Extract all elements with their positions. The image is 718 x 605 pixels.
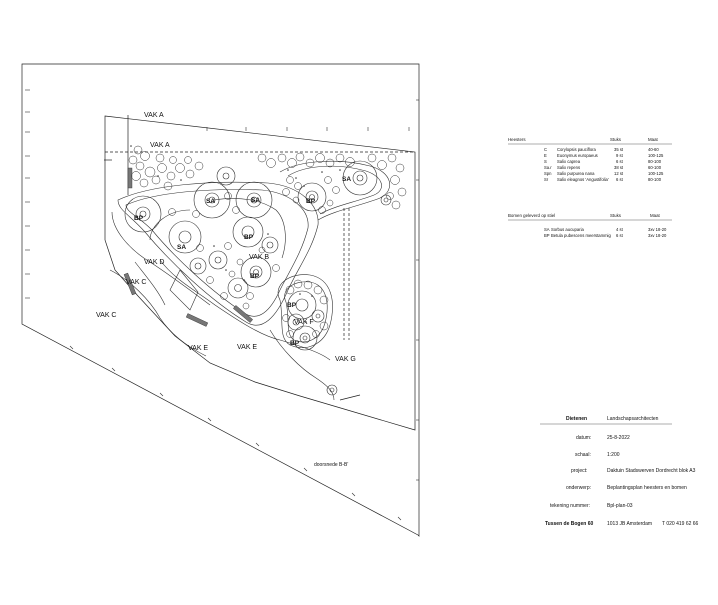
shrub-qty: 38 st [614,165,624,170]
tree-canopies [124,160,392,396]
vak-label: VAK C [126,279,147,286]
shrub-name: Salix repens [557,165,580,170]
company-name: Dietenen [566,416,587,422]
shrub-size: 60-100 [648,165,662,170]
shrub-qty: 6 st [616,159,624,164]
zone-label: BP [287,302,297,309]
vak-label: VAK B [249,254,269,261]
shrub-size: 80-100 [648,177,662,182]
shrub-size: 100-125 [648,153,664,158]
tb-value-date: 25-8-2022 [607,435,630,441]
tb-label-date: datum: [576,435,591,441]
shrub-legend-header-qty: Stuks [610,137,622,142]
company-role: Landschapsarchitecten [607,416,659,422]
zone-label: SA [177,244,186,251]
zone-label: SA [342,176,351,183]
company-phone: T 020 419 62 66 [662,521,699,527]
shrub-clusters [128,145,407,338]
shrub-code: Sa.r [544,165,552,170]
tree-size: 3xv 18-20 [648,233,667,238]
tb-value-subject: Beplantingsplan heesters en bomen [607,485,687,491]
shrub-qty: 9 st [616,153,624,158]
vak-label: VAK C [96,312,117,319]
shrub-name: Salix eleagnos 'Angustifolia' [557,177,609,182]
shrub-code: S [544,159,547,164]
vak-label: VAK A [144,112,164,119]
tree-qty: 6 st [616,233,624,238]
vak-label: VAK E [188,345,208,352]
building-outline [21,63,420,537]
benches [123,167,253,327]
zone-label: SA [251,197,260,204]
vak-label: VAK F [294,319,314,326]
vak-label: VAK E [237,344,257,351]
shrub-code: C [544,147,547,152]
tb-value-project: Daktuin Stadswerven Dordrecht blok A3 [607,468,696,474]
tree-code: BP [544,233,550,238]
vak-label: VAK D [144,259,165,266]
tb-label-drawing-no: tekening nummer: [550,503,590,509]
vak-label: VAK G [335,356,356,363]
path-lines [109,160,390,401]
shrub-name: Euonymus europaeus [557,153,598,158]
shrub-name: Salix purpurea nana [557,171,595,176]
tree-legend-header-qty: Stuks [610,213,622,218]
tb-value-scale: 1:200 [607,452,620,458]
shrub-size: 100-125 [648,171,664,176]
tb-value-drawing-no: Bpl-plan-03 [607,503,633,509]
shrub-legend: Heesters Stuks Maat C Corylopsis paucifl… [508,137,672,182]
tree-name: Betula pubescens meerstammig [551,233,611,238]
zone-label: BP [250,273,260,280]
tree-legend: Bomen geleverd op stiel Stuks Maat SA So… [508,213,672,238]
tree-qty: 4 st [616,227,624,232]
shrub-qty: 35 st [614,147,624,152]
section-line-label: doorsnede B-B' [314,462,348,468]
tree-name: Sorbus aucuparia [551,227,584,232]
shrub-code: Spn [544,171,552,176]
shrub-name: Corylopsis pauciflora [557,147,597,152]
shrub-code: Sr [544,177,549,182]
tree-legend-header-size: Maat [650,213,661,218]
shrub-name: Salix caprea [557,159,581,164]
vak-labels: VAK A VAK A VAK C VAK C VAK D VAK B VAK … [96,112,356,363]
tb-label-scale: schaal: [575,452,591,458]
shrub-qty: 12 st [614,171,624,176]
vak-label: VAK A [150,142,170,149]
zone-labels: SA SA SA SA BP BP BP BP BP BP BP [134,176,351,347]
title-block: Dietenen Landschapsarchitecten datum: 25… [540,416,699,527]
tree-code: SA [544,227,550,232]
zone-label: BP [134,215,144,222]
shrub-legend-header-name: Heesters [508,137,526,142]
tb-label-subject: onderwerp: [566,485,591,491]
zone-label: BP [306,198,316,205]
shrub-size: 40-60 [648,147,659,152]
shrub-legend-header-size: Maat [648,137,659,142]
zone-label: BP [290,340,300,347]
zone-label: BP [244,234,254,241]
wall-ticks [25,89,419,521]
tb-label-project: project: [571,468,587,474]
company-address: Tussen de Bogen 60 [545,521,593,527]
company-city: 1013 JB Amsterdam [607,521,652,527]
shrub-code: E [544,153,547,158]
zone-label: SA [206,198,215,205]
shrub-qty: 6 st [616,177,624,182]
tree-size: 3xv 18-20 [648,227,667,232]
tree-legend-header-name: Bomen geleverd op stiel [508,213,555,218]
shrub-code-marks [130,145,341,323]
shrub-size: 80-100 [648,159,662,164]
